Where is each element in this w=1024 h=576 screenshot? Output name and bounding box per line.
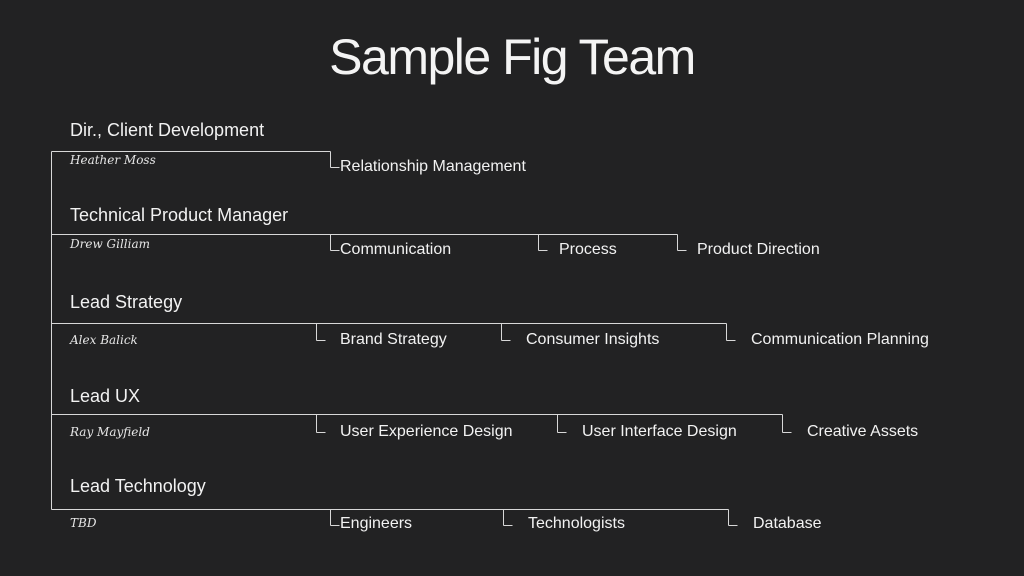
responsibility-label: User Interface Design <box>582 423 737 440</box>
responsibility-label: Brand Strategy <box>340 331 447 348</box>
responsibility-label: Communication <box>340 241 452 258</box>
role-title: Technical Product Manager <box>70 205 289 225</box>
responsibility-label: Engineers <box>340 515 413 532</box>
role-title: Lead UX <box>70 386 141 406</box>
person-name: Drew Gilliam <box>70 237 151 251</box>
responsibility-label: Communication Planning <box>751 331 929 348</box>
responsibility-label: Creative Assets <box>807 423 919 440</box>
responsibility-label: Technologists <box>528 515 625 532</box>
role-title: Lead Technology <box>70 476 206 496</box>
role-title: Dir., Client Development <box>70 120 265 140</box>
responsibility-label: Database <box>753 515 822 532</box>
role-title: Lead Strategy <box>70 292 183 312</box>
page-title: Sample Fig Team <box>329 29 696 85</box>
responsibility-label: Consumer Insights <box>526 331 660 348</box>
person-name: Ray Mayfield <box>70 425 150 439</box>
person-name: Alex Balick <box>70 333 138 347</box>
responsibility-label: Relationship Management <box>340 158 526 175</box>
person-name: Heather Moss <box>70 153 156 167</box>
responsibility-label: Product Direction <box>697 241 820 258</box>
person-name: TBD <box>70 516 97 530</box>
responsibility-label: Process <box>559 241 617 258</box>
responsibility-label: User Experience Design <box>340 423 513 440</box>
